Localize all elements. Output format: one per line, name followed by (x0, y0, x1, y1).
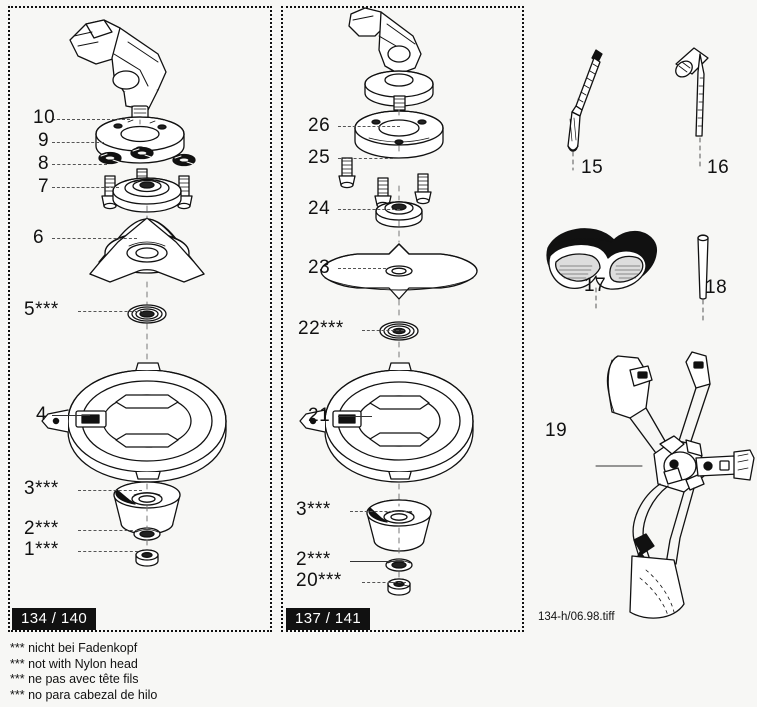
leader-3 (78, 490, 142, 491)
leader-8 (52, 164, 107, 165)
leader-2 (78, 530, 138, 531)
tool-17-safety-goggles (546, 228, 658, 290)
leader-23 (338, 268, 386, 269)
callout-4: 4 (36, 404, 48, 425)
footnote-fr: *** ne pas avec tête fils (10, 672, 139, 686)
footnote-es: *** no para cabezal de hilo (10, 687, 158, 702)
leader-26 (338, 126, 400, 127)
leader-20 (362, 582, 406, 583)
leader-9 (52, 142, 104, 143)
part-5-spacer-bushing (127, 304, 167, 324)
tool-15-screwdriver (567, 49, 603, 152)
part-24-thrust-plate (375, 201, 423, 228)
part-4-deflector-ring (41, 362, 227, 483)
gearbox-head (348, 7, 434, 111)
callout-25: 25 (308, 147, 331, 168)
callout-3: 3*** (24, 478, 59, 499)
leader-3b (350, 511, 412, 512)
tool-19-shoulder-harness (606, 351, 755, 619)
callout-22: 22*** (298, 318, 344, 339)
callout-15: 15 (581, 157, 604, 178)
callout-6: 6 (33, 227, 45, 248)
leader-25 (338, 158, 393, 159)
middle-panel-artwork (281, 6, 524, 632)
callout-17: 17 (584, 275, 607, 296)
footnotes-block: *** nicht bei Fadenkopf *** not with Nyl… (10, 641, 157, 703)
part-21-deflector-ring (299, 362, 474, 483)
callout-24: 24 (308, 198, 331, 219)
tool-16-socket-wrench (675, 47, 709, 137)
callout-19: 19 (545, 420, 568, 441)
part-7-thrust-plate (112, 177, 182, 213)
leader-21 (338, 416, 372, 417)
badge-middle-panel: 137 / 141 (286, 608, 371, 630)
part-1-lock-nut (135, 549, 159, 567)
callout-26: 26 (308, 115, 331, 136)
callout-1: 1*** (24, 539, 59, 560)
callout-8: 8 (38, 153, 50, 174)
file-reference-tag: 134-h/06.98.tiff (538, 611, 615, 623)
part-2-flat-washer (385, 558, 413, 572)
callout-10: 10 (33, 107, 56, 128)
callout-20: 20*** (296, 570, 342, 591)
callout-21: 21 (308, 405, 331, 426)
leader-5 (78, 311, 143, 312)
part-25-hex-bolts (338, 157, 432, 209)
part-20-lock-nut (387, 578, 411, 596)
footnote-de: *** nicht bei Fadenkopf (10, 641, 138, 655)
leader-7 (52, 187, 119, 188)
part-23-four-tooth-blade (320, 243, 478, 300)
callout-16: 16 (707, 157, 730, 178)
right-column-artwork (534, 40, 757, 619)
callout-2b: 2*** (296, 549, 331, 570)
callout-2: 2*** (24, 518, 59, 539)
badge-left-panel: 134 / 140 (12, 608, 97, 630)
part-6-three-tooth-blade (89, 217, 205, 283)
callout-7: 7 (38, 176, 50, 197)
callout-23: 23 (308, 257, 331, 278)
left-panel-artwork (8, 6, 272, 632)
leader-10 (52, 119, 130, 120)
callout-3b: 3*** (296, 499, 331, 520)
footnote-en: *** not with Nylon head (10, 656, 138, 671)
leader-4 (52, 415, 90, 416)
callout-9: 9 (38, 130, 50, 151)
tool-18-locking-pin (697, 234, 709, 300)
leader-2b (350, 561, 404, 562)
callout-5: 5*** (24, 299, 59, 320)
part-9-lock-washers (98, 146, 196, 167)
leader-24 (338, 209, 400, 210)
callout-18: 18 (705, 277, 728, 298)
leader-1 (78, 551, 138, 552)
leader-22 (362, 330, 404, 331)
gearbox-head (69, 19, 167, 121)
part-22-spacer-bushing (379, 321, 419, 341)
leader-6 (52, 238, 137, 239)
